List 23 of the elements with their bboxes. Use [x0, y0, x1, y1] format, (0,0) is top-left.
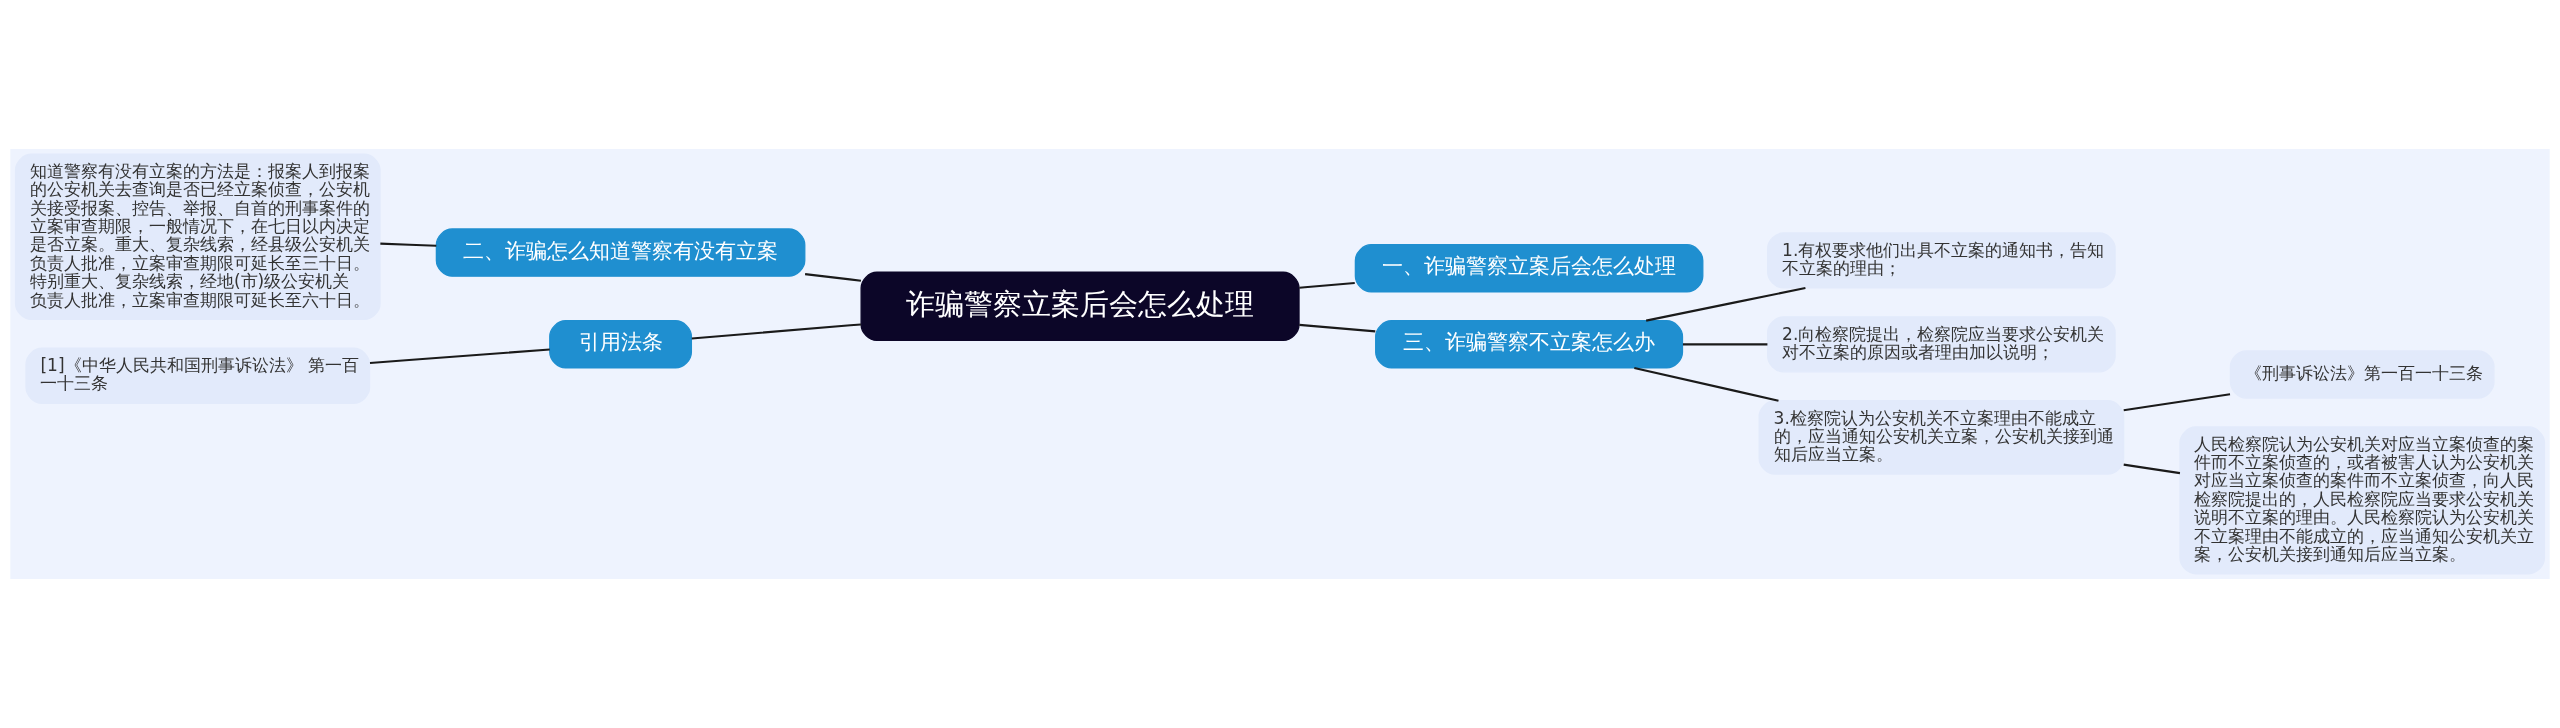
node-box: 二、诈骗怎么知道警察有没有立案: [435, 228, 806, 277]
node-box: 三、诈骗警察不立案怎么办: [1375, 320, 1684, 369]
connector: [1645, 287, 1806, 322]
connector: [1634, 366, 1779, 402]
connector: [2123, 393, 2231, 412]
node-box: 3.检察院认为公安机关不立案理由不能成立的，应当通知公安机关立案，公安机关接到通知后应当立案。: [1758, 400, 2125, 475]
connector: [1299, 323, 1376, 333]
node-box: 知道警察有没有立案的方法是：报案人到报案的公安机关去查询是否已经立案侦查，公安机关接受报案、控告、举报、自首的刑事案件的立案审查期限，一般情况下，在七日以内决定是否立案。重大、复杂线索，经县级公安机关负责人批准，立案审查期限可延长至三十日。特别重大、复杂线索，经地(市)级公安机关负责人批准，立案审查期限可延长至六十日。: [14, 153, 381, 321]
connector: [804, 273, 862, 282]
node-box: 人民检察院认为公安机关对应当立案侦查的案件而不立案侦查的，或者被害人认为公安机关对应当立案侦查的案件而不立案侦查，向人民检察院提出的，人民检察院应当要求公安机关说明不立案的理由。人民检察院认为公安机关不立案理由不能成立的，应当通知公安机关立案，公安机关接到通知后应当立案。: [2179, 426, 2546, 575]
node-box: 《刑事诉讼法》第一百一十三条: [2229, 350, 2495, 399]
node-box: 诈骗警察立案后会怎么处理: [860, 271, 1300, 342]
connector: [380, 242, 437, 247]
connector: [369, 348, 550, 365]
connector: [1299, 282, 1355, 289]
connector: [2123, 463, 2181, 475]
node-box: 引用法条: [549, 320, 693, 369]
node-box: 一、诈骗警察立案后会怎么处理: [1354, 244, 1704, 293]
connector: [691, 323, 861, 340]
node-box: 2.向检察院提出，检察院应当要求公安机关对不立案的原因或者理由加以说明；: [1767, 316, 2116, 373]
connector: [1682, 343, 1768, 346]
node-box: 1.有权要求他们出具不立案的通知书，告知不立案的理由；: [1767, 232, 2116, 289]
node-box: [1]《中华人民共和国刑事诉讼法》 第一百一十三条: [25, 347, 371, 404]
